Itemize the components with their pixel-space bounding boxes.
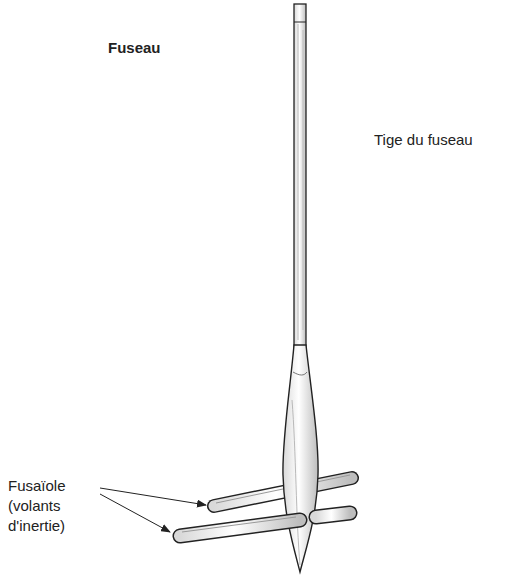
leader-arrow (100, 494, 170, 532)
whorl-body (283, 345, 318, 572)
part-label: Tige du fuseau (374, 130, 473, 150)
whorl-bar (180, 513, 350, 536)
diagram-title: Fuseau (108, 38, 161, 58)
part-label: Fusaïole (volants d'inertie) (8, 476, 92, 536)
spindle-rod (294, 4, 306, 354)
